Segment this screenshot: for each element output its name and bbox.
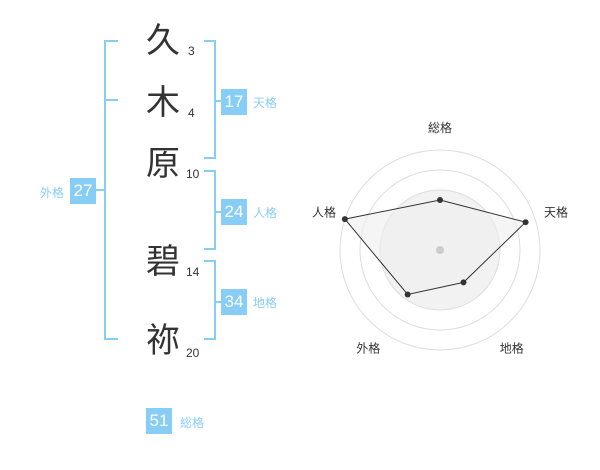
radar-points: [341, 197, 529, 298]
radar-center: [436, 246, 444, 254]
radar-axis-label-5: 人格: [312, 204, 336, 219]
name-char-2: 木: [146, 83, 180, 123]
stroke-count-1: 3: [188, 44, 195, 58]
radar-point-4: [404, 291, 411, 298]
stroke-count-3: 10: [186, 167, 200, 181]
soukaku-value: 51: [146, 408, 172, 434]
stroke-count-5: 20: [186, 346, 200, 360]
radar-ring: [339, 149, 541, 351]
name-char-3: 原: [146, 144, 180, 184]
name-char-1: 久: [146, 21, 180, 61]
soukaku-label: 総格: [180, 416, 205, 430]
tenkaku-value: 17: [221, 89, 247, 115]
radar-point-1: [437, 197, 443, 203]
tenkaku-label: 天格: [253, 96, 278, 110]
name-char-4: 碧: [146, 242, 180, 282]
gaikaku-value: 27: [70, 178, 96, 204]
gaikaku-label: 外格: [40, 186, 65, 200]
chikaku-value: 34: [221, 289, 247, 315]
radar-axis-label-2: 天格: [544, 204, 568, 219]
radar-axis-label-1: 総格: [428, 120, 452, 135]
radar-point-2: [522, 219, 529, 226]
chikaku-label: 地格: [253, 296, 278, 310]
radar-axis-label-4: 外格: [356, 341, 380, 356]
radar-axis-label-3: 地格: [500, 341, 524, 356]
radar-point-3: [460, 279, 467, 286]
radar-point-5: [341, 216, 348, 223]
stroke-count-2: 4: [188, 106, 195, 120]
name-char-5: 祢: [146, 321, 180, 361]
stroke-count-4: 14: [186, 265, 200, 279]
radar-ring: [359, 169, 521, 331]
jinkaku-value: 24: [221, 199, 247, 225]
radar-polygon: [343, 199, 527, 296]
jinkaku-label: 人格: [253, 206, 278, 220]
